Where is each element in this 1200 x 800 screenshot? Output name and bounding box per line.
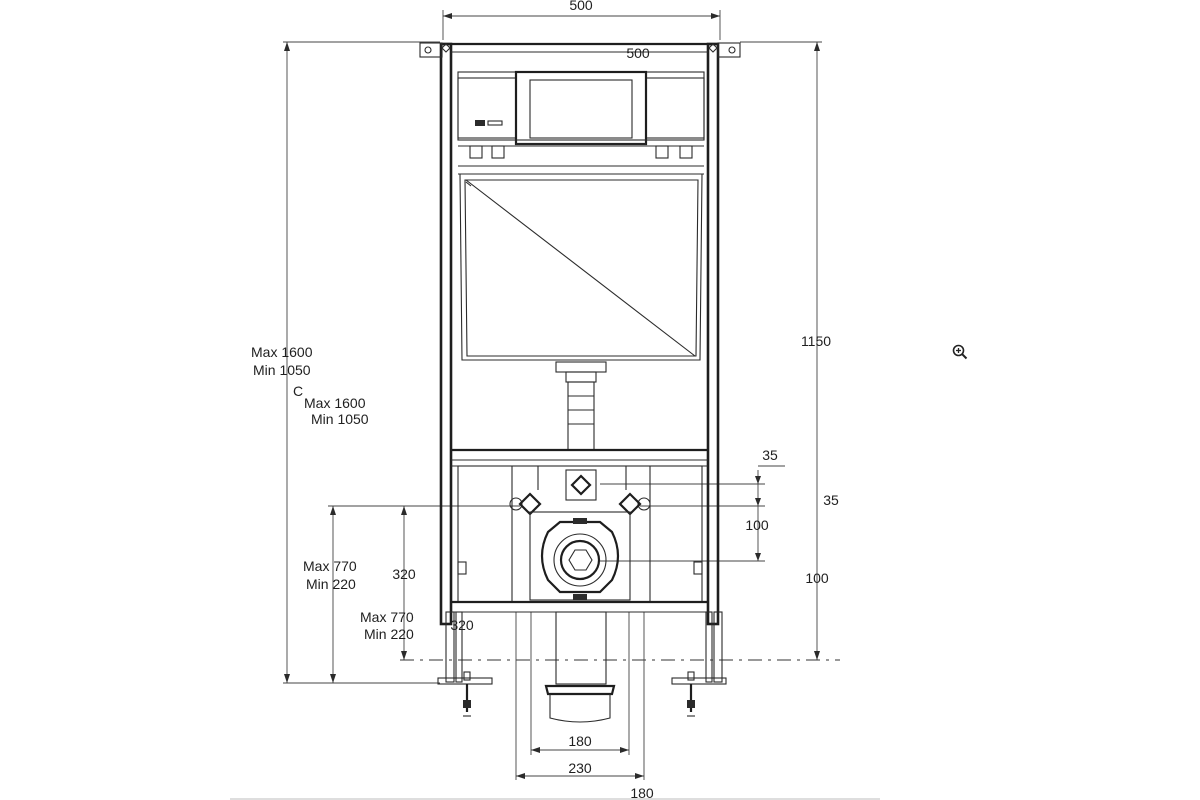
frame-body xyxy=(419,42,741,723)
flush-pipe xyxy=(555,361,607,451)
dim-height-min-inner: Min 1050 xyxy=(311,411,369,427)
dimension-labels: 500 500 1150 Max 1600 Min 1050 C Max 160… xyxy=(251,0,839,800)
zoom-in-icon[interactable] xyxy=(951,343,969,361)
dim-bolt-min-outer: Min 220 xyxy=(306,576,356,592)
dim-outlet-spacing: 230 xyxy=(568,760,592,776)
flush-actuator-housing xyxy=(457,70,705,175)
dim-height-min-outer: Min 1050 xyxy=(253,362,311,378)
top-bracket-left xyxy=(419,42,451,58)
dim-connection-spacing: 100 xyxy=(745,517,769,533)
dim-bolt-max-inner: Max 770 xyxy=(360,609,414,625)
dim-bolt-min-inner: Min 220 xyxy=(364,626,414,642)
water-inlet xyxy=(565,469,597,501)
dim-height-max-inner: Max 1600 xyxy=(304,395,366,411)
top-bracket-right xyxy=(708,42,741,58)
dim-bolt-max-outer: Max 770 xyxy=(303,558,357,574)
dim-height-max-outer: Max 1600 xyxy=(251,344,313,360)
dim-outlet-height-outer: 320 xyxy=(392,566,416,582)
frame-legs xyxy=(437,611,727,717)
dim-connection-spacing-side: 100 xyxy=(805,570,829,586)
dim-top-width: 500 xyxy=(569,0,593,13)
bolt-mount-right xyxy=(618,492,651,516)
dim-total-height: 1150 xyxy=(801,333,831,349)
magnifier-plus-icon xyxy=(952,344,968,360)
dim-connection-offset-top: 35 xyxy=(762,447,778,463)
dim-connection-offset-side: 35 xyxy=(823,492,839,508)
dim-outlet-height-inner: 320 xyxy=(450,617,474,633)
dim-bolt-spacing-bottom: 180 xyxy=(630,785,654,800)
drain-outlet xyxy=(529,511,631,601)
drain-bend xyxy=(544,611,616,723)
dim-bolt-spacing: 180 xyxy=(568,733,592,749)
dimension-lines xyxy=(230,10,880,800)
bolt-mount-left xyxy=(509,492,542,516)
lower-cavity xyxy=(451,465,708,613)
marker-c: C xyxy=(293,383,303,399)
dim-inner-width: 500 xyxy=(626,45,650,61)
cistern-tank xyxy=(459,173,703,361)
